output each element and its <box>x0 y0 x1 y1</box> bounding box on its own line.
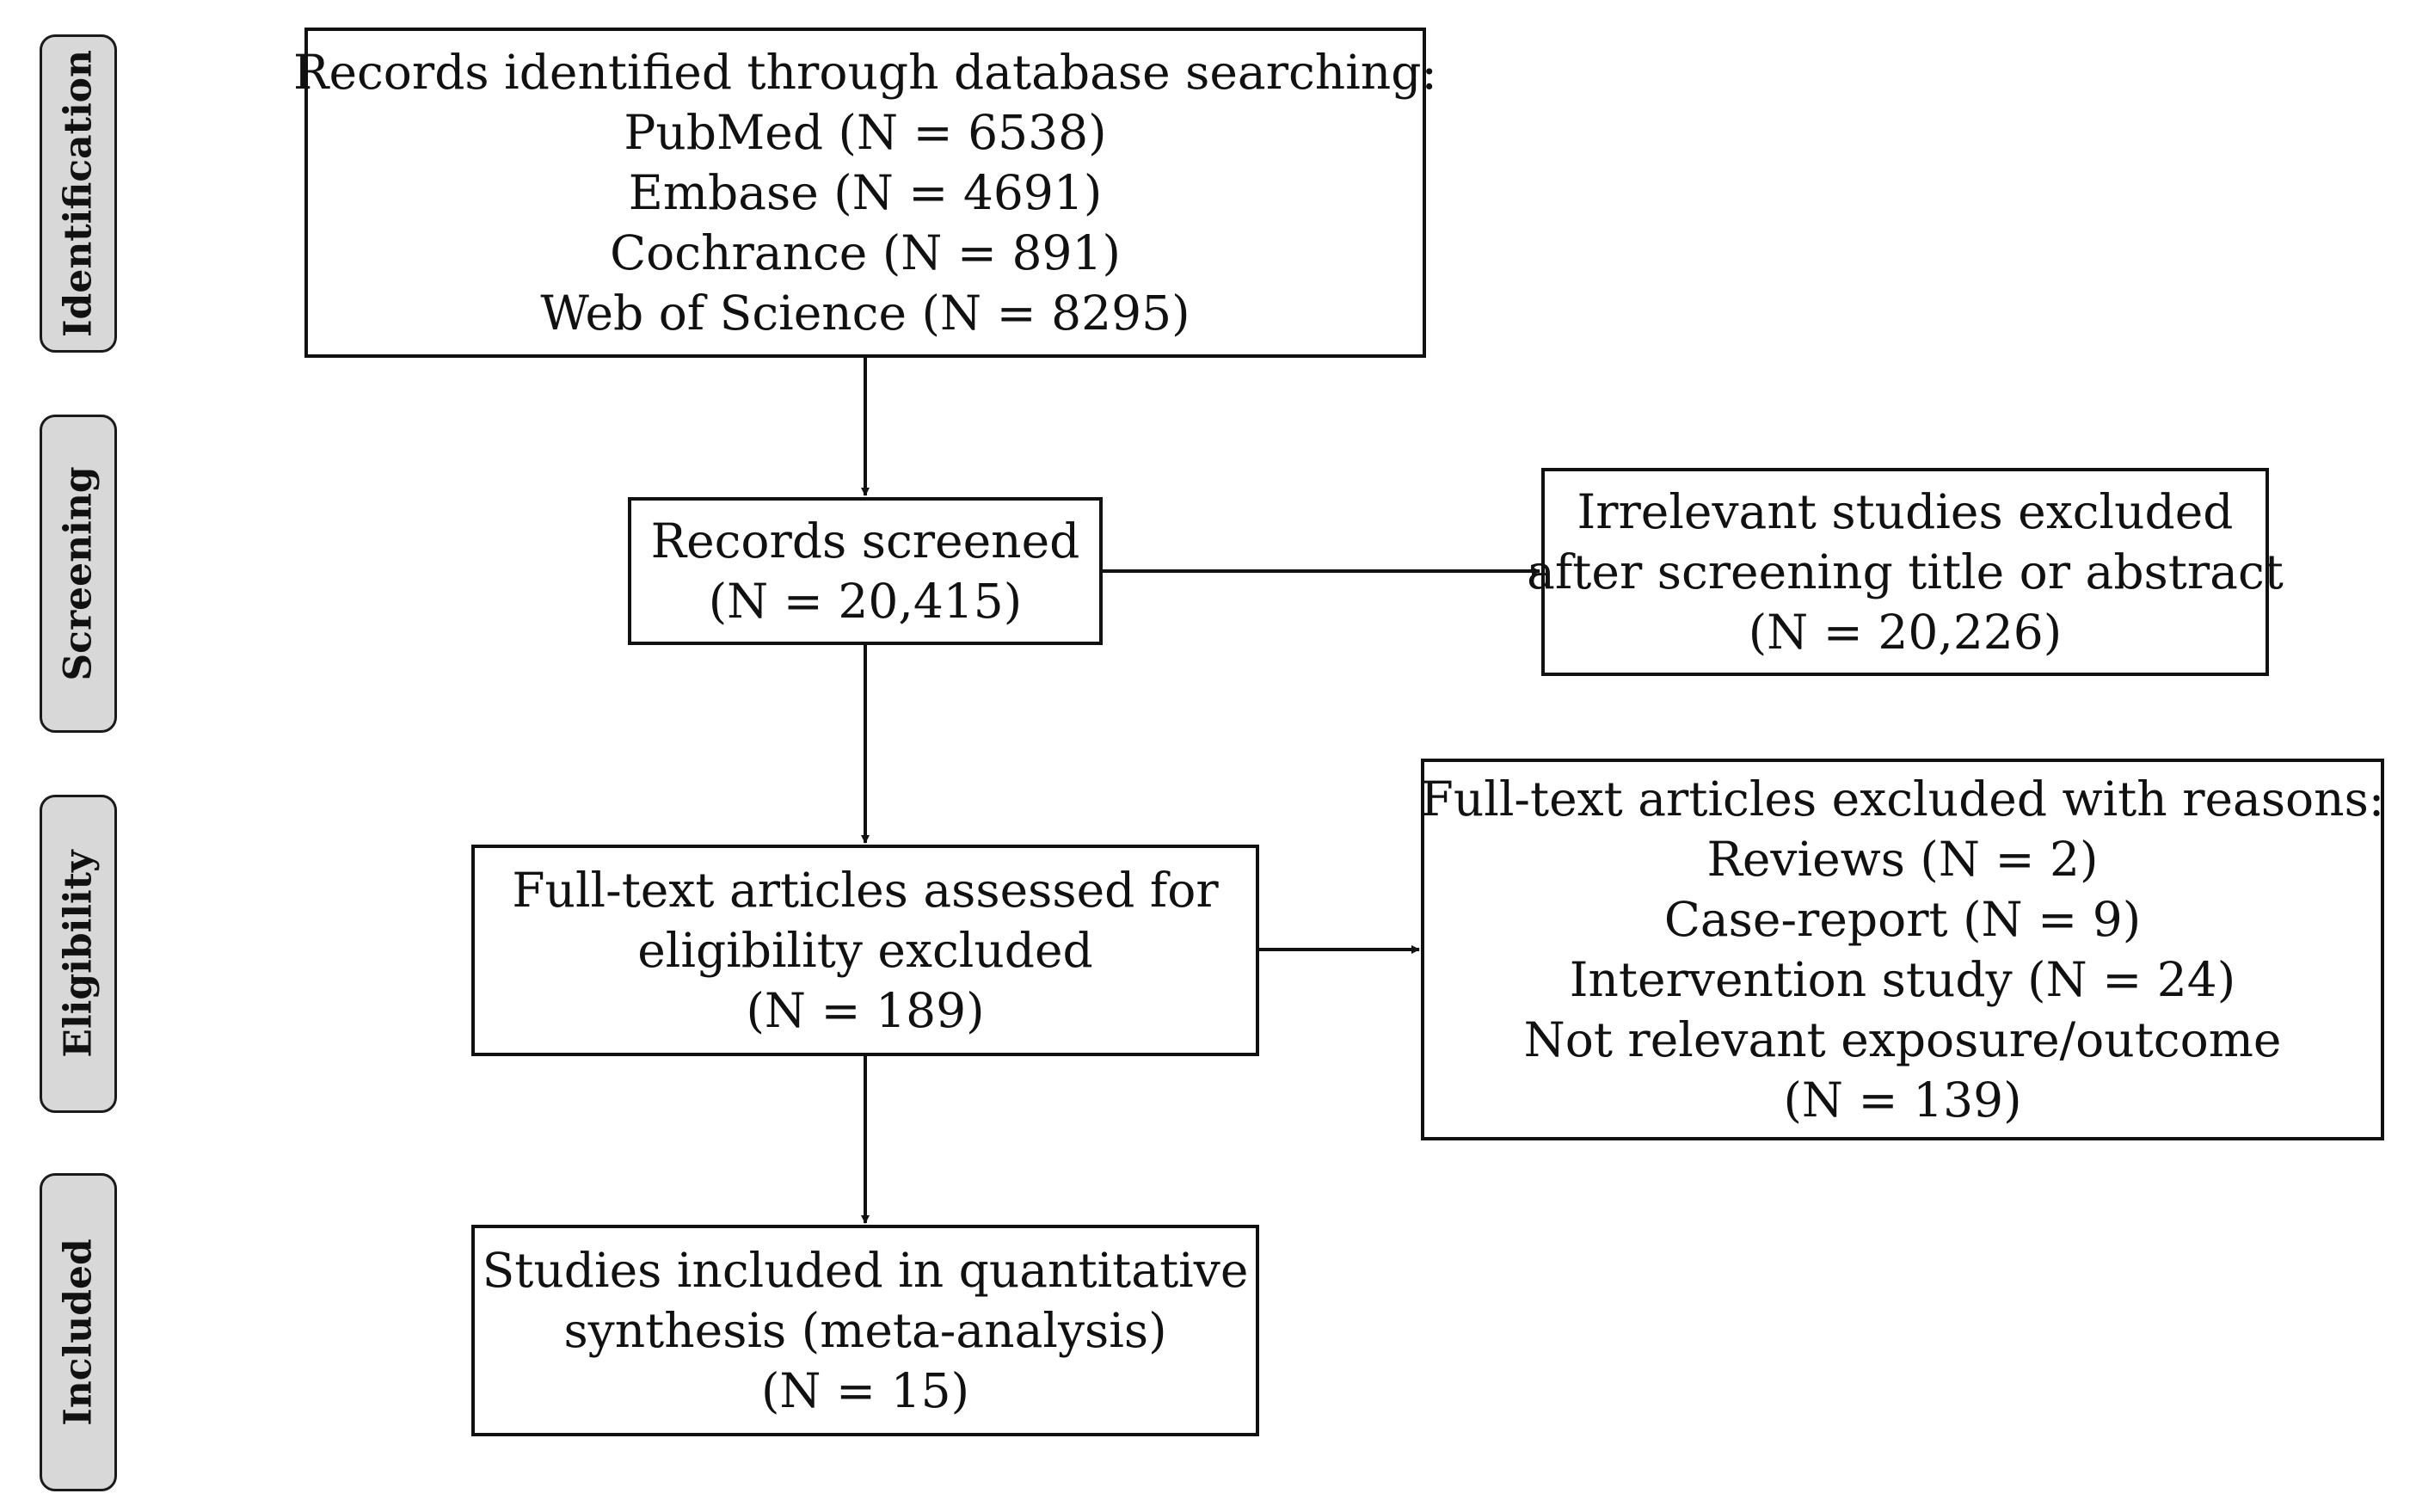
fulltext-excluded-box: Full-text articles excluded with reasons… <box>1421 759 2384 1140</box>
studies-included-box: Studies included in quantitative synthes… <box>471 1225 1259 1436</box>
reason-not-relevant: Not relevant exposure/outcome <box>1523 1012 2282 1067</box>
studies-included-line-1: Studies included in quantitative <box>482 1243 1249 1298</box>
records-screened-label: Records screened <box>650 513 1080 569</box>
studies-included-line-2: synthesis (meta-analysis) <box>563 1303 1167 1358</box>
records-identified-box: Records identified through database sear… <box>293 28 1437 358</box>
stage-identification: Identification <box>40 34 117 353</box>
studies-included-count: (N = 15) <box>760 1363 970 1418</box>
irrelevant-excluded-count: (N = 20,226) <box>1748 605 2063 660</box>
irrelevant-excluded-box: Irrelevant studies excluded after screen… <box>1527 468 2284 676</box>
stage-eligibility: Eligibility <box>40 795 117 1113</box>
irrelevant-excluded-line-1: Irrelevant studies excluded <box>1577 484 2234 539</box>
source-pubmed: PubMed (N = 6538) <box>624 105 1107 160</box>
reason-reviews: Reviews (N = 2) <box>1706 832 2099 887</box>
records-screened-box: Records screened (N = 20,415) <box>628 497 1103 645</box>
fulltext-excluded-heading: Full-text articles excluded with reasons… <box>1420 771 2385 827</box>
source-cochrane: Cochrance (N = 891) <box>610 225 1121 280</box>
reason-intervention-study: Intervention study (N = 24) <box>1569 952 2236 1007</box>
stage-screening: Screening <box>40 415 117 733</box>
fulltext-assessed-line-2: eligibility excluded <box>637 923 1093 978</box>
records-screened-count: (N = 20,415) <box>708 574 1023 629</box>
stage-included: Included <box>40 1173 117 1491</box>
source-web-of-science: Web of Science (N = 8295) <box>540 286 1190 341</box>
fulltext-assessed-line-1: Full-text articles assessed for <box>512 863 1219 918</box>
fulltext-assessed-count: (N = 189) <box>746 983 985 1038</box>
fulltext-assessed-box: Full-text articles assessed for eligibil… <box>471 845 1259 1056</box>
reason-case-report: Case-report (N = 9) <box>1663 892 2142 947</box>
source-embase: Embase (N = 4691) <box>628 165 1103 220</box>
reason-not-relevant-count: (N = 139) <box>1783 1073 2022 1128</box>
irrelevant-excluded-line-2: after screening title or abstract <box>1527 544 2284 599</box>
records-identified-heading: Records identified through database sear… <box>293 45 1437 100</box>
